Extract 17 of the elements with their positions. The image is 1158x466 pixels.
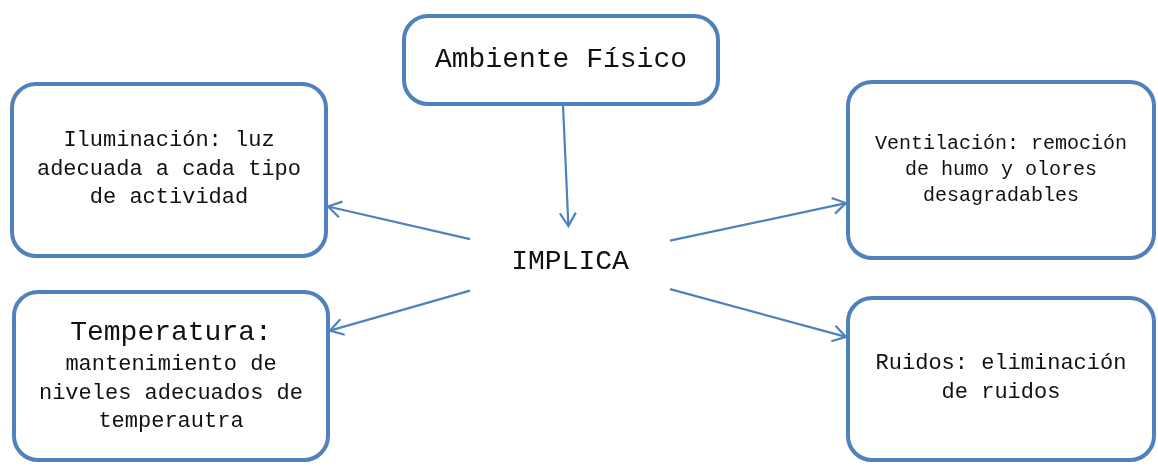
rounded-box: [12, 290, 330, 462]
box-text: Iluminación: luz adecuada a cada tipo de actividad: [35, 127, 302, 213]
rounded-box: [846, 80, 1156, 260]
arrow: [558, 105, 577, 228]
box-text: mantenimiento de niveles adecuados de temperautra: [37, 351, 304, 437]
rounded-box: [846, 296, 1156, 462]
center-label: IMPLICA: [511, 244, 629, 279]
arrow: [669, 196, 848, 242]
arrow: [328, 289, 471, 336]
rounded-box: [402, 14, 720, 106]
box-text: Ventilación: remoción de humo y olores desagradables: [873, 131, 1128, 209]
arrow: [669, 288, 848, 343]
box-text: Ruidos: eliminación de ruidos: [874, 350, 1128, 407]
box-text: Ambiente Físico: [434, 42, 687, 77]
rounded-box: [10, 82, 328, 258]
arrow: [326, 200, 471, 241]
box-heading: Temperatura:: [70, 315, 272, 350]
